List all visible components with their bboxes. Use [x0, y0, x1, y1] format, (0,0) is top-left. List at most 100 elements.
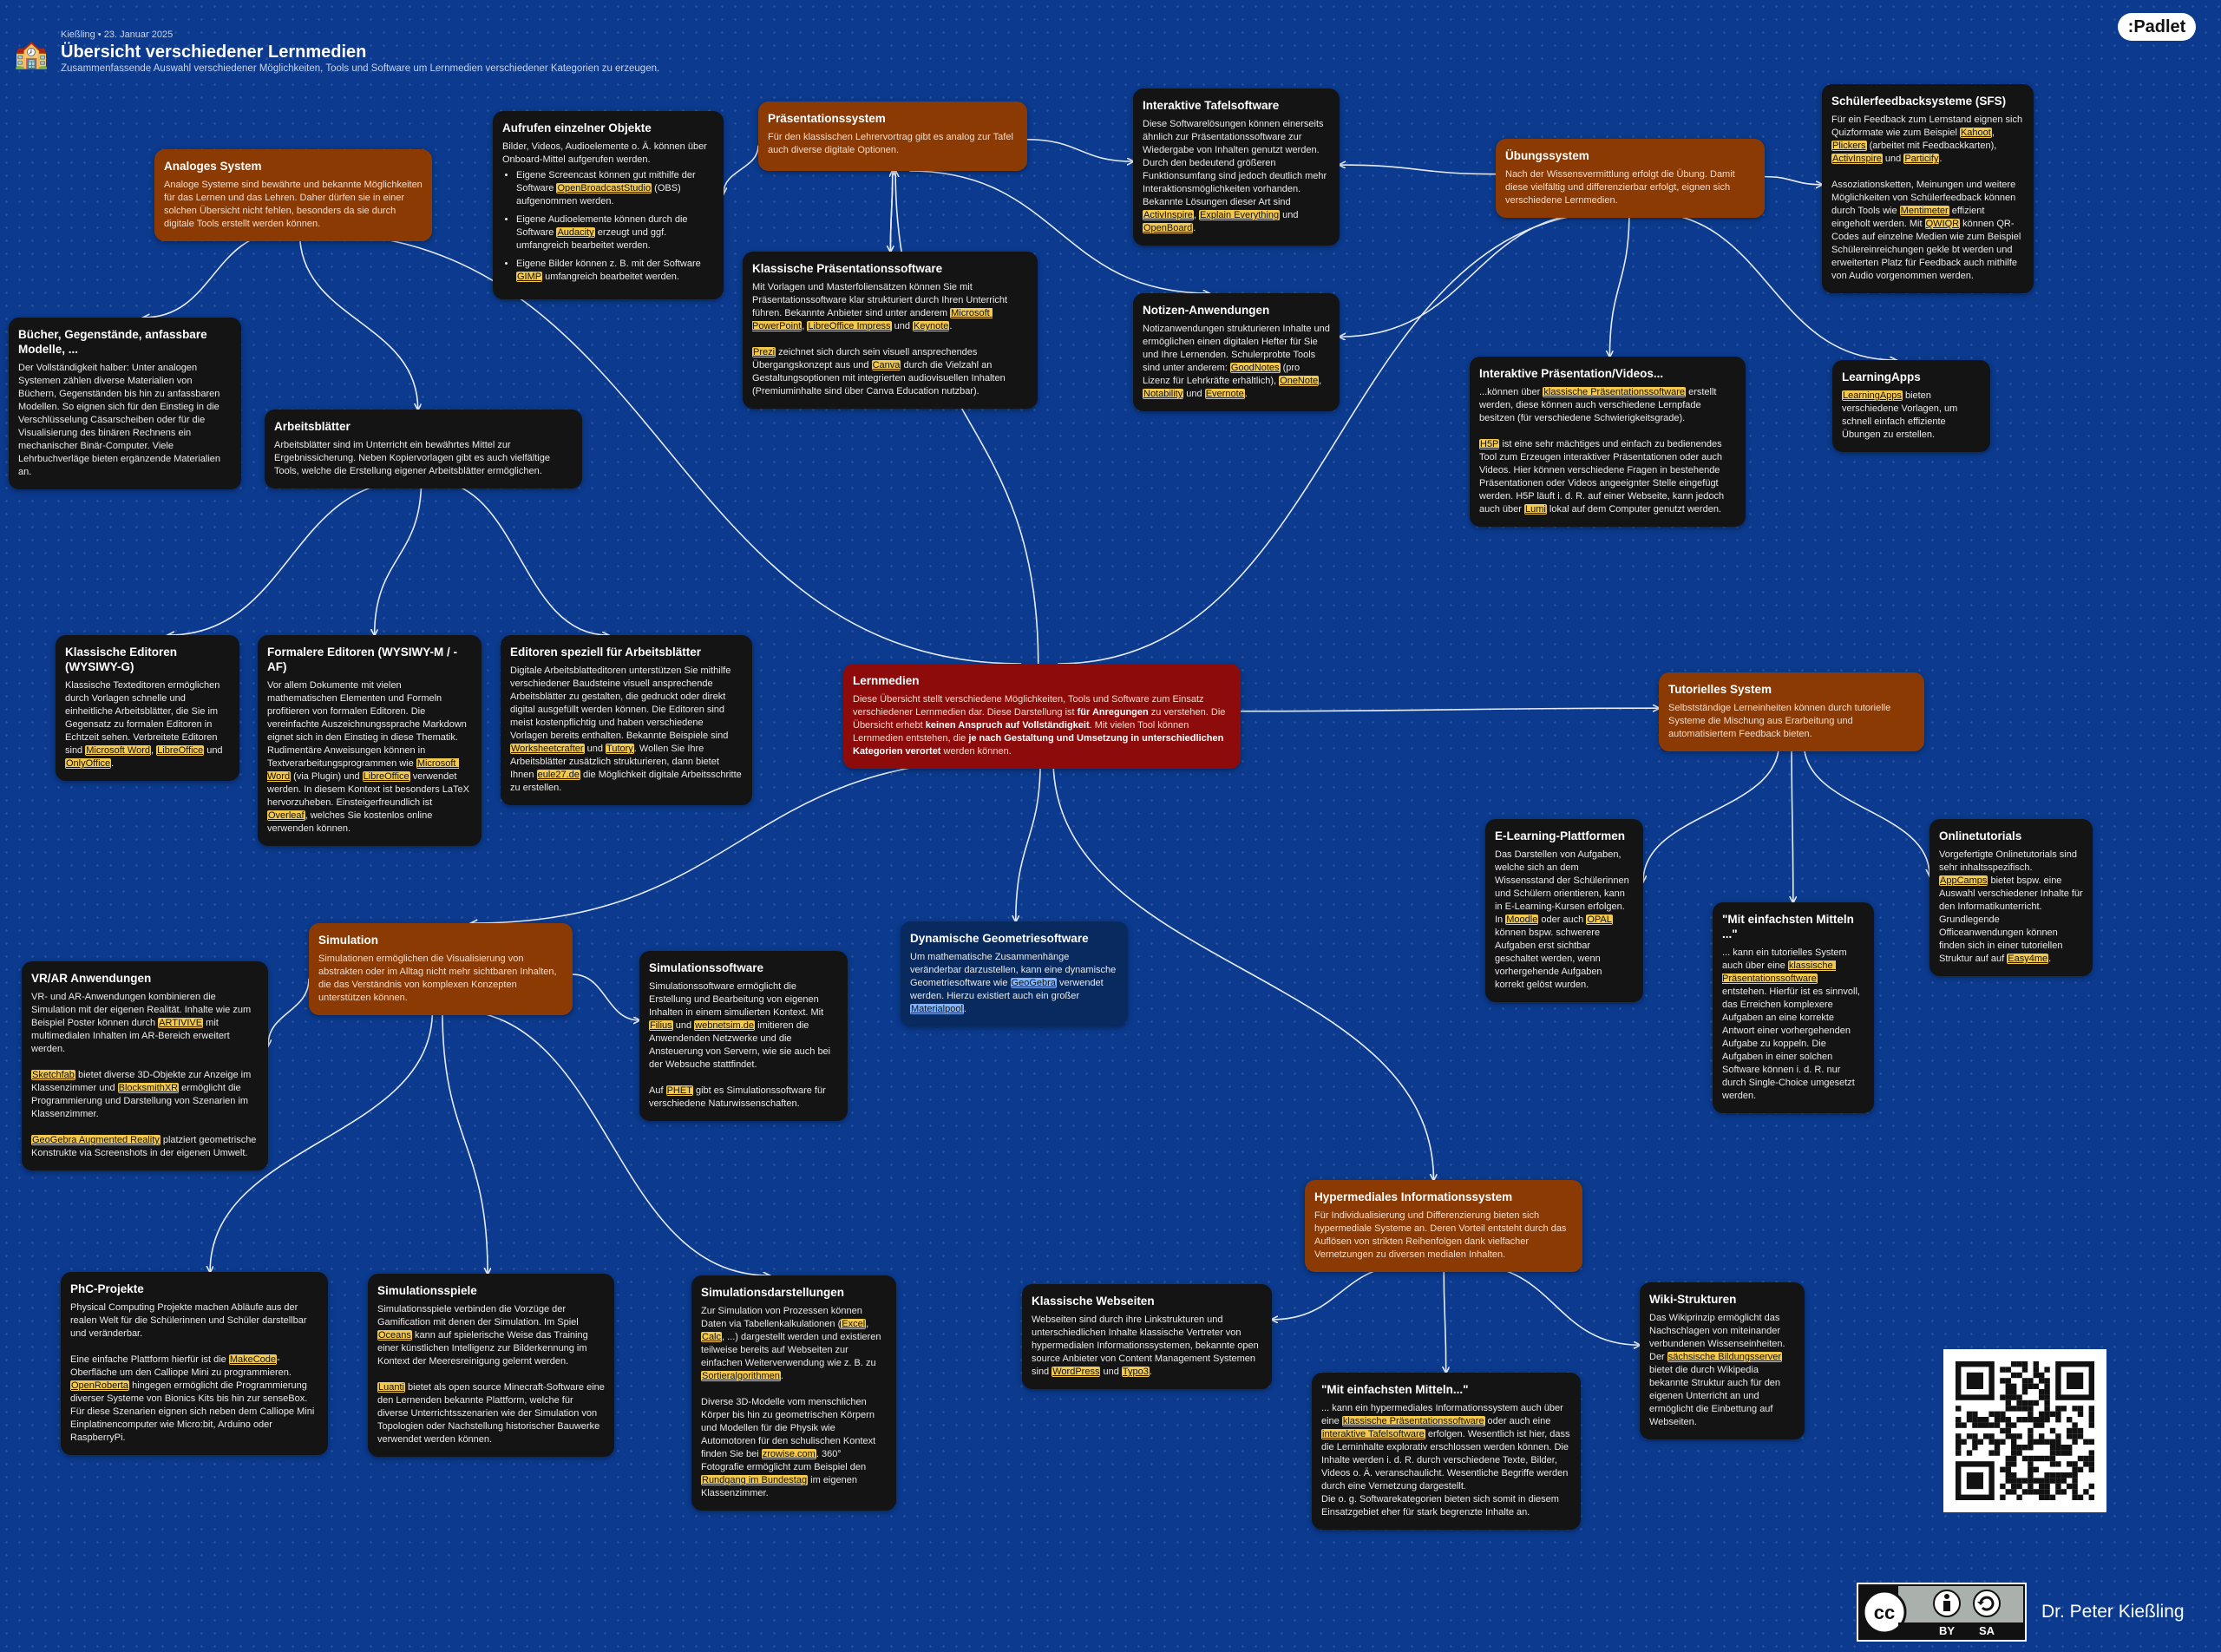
page-title: Übersicht verschiedener Lernmedien: [61, 43, 367, 62]
card-title: Simulationsdarstellungen: [701, 1286, 845, 1299]
card-title: Interaktive Präsentation/Videos...: [1479, 367, 1664, 380]
connector-praes-tafel: [1026, 138, 1133, 161]
connector-arbeitsblaetter-formeditoren: [375, 480, 423, 635]
card-title: "Mit einfachsten Mitteln ...": [1722, 913, 1854, 941]
connector-simulation-simsoftware: [572, 974, 639, 1020]
card-kleditoren[interactable]: Klassische Editoren (WYSIWY-G)Klassische…: [56, 635, 239, 781]
card-body: Der Vollständigkeit halber: Unter analog…: [18, 363, 224, 477]
card-title: Klassische Webseiten: [1032, 1295, 1155, 1308]
card-body: Simulationen ermöglichen die Visualisier…: [318, 954, 560, 1003]
connector-lernmedien-praes: [895, 171, 1039, 665]
connector-arbeitsblaetter-abeditoren: [431, 480, 608, 635]
card-body: Vor allem Dokumente mit vielen mathemati…: [267, 680, 473, 834]
post-meta: Kießling • 23. Januar 2025: [61, 30, 174, 40]
card-body: Notizanwendungen strukturieren Inhalte u…: [1143, 324, 1333, 399]
card-body: Für ein Feedback zum Lernstand eignen si…: [1831, 115, 2026, 281]
connector-uebung-intpraes: [1609, 211, 1630, 357]
card-body: Webseiten sind durch ihre Linkstrukturen…: [1032, 1314, 1261, 1377]
card-title: Hypermediales Informationssystem: [1314, 1190, 1513, 1203]
card-title: Simulationssoftware: [649, 961, 764, 974]
card-title: Klassische Editoren (WYSIWY-G): [65, 646, 178, 673]
card-body: Diese Übersicht stellt verschiedene Mögl…: [853, 694, 1228, 757]
card-mitHyper[interactable]: "Mit einfachsten Mitteln..."... kann ein…: [1312, 1373, 1581, 1530]
connector-lernmedien-tutoriell: [1240, 708, 1659, 711]
connector-arbeitsblaetter-kleditoren: [168, 480, 412, 635]
card-body: Analoge Systeme sind bewährte und bekann…: [164, 180, 425, 229]
connector-tutoriell-elearning: [1643, 743, 1780, 882]
connector-uebung-notizen: [1340, 211, 1606, 337]
card-body: Um mathematische Zusammenhänge veränderb…: [910, 952, 1119, 1014]
card-title: E-Learning-Plattformen: [1495, 829, 1626, 842]
card-formeditoren[interactable]: Formalere Editoren (WYSIWY-M / -AF)Vor a…: [258, 635, 482, 846]
page-subtitle: Zusammenfassende Auswahl verschiedener M…: [61, 63, 660, 74]
card-body: ... kann ein tutorielles System auch übe…: [1722, 947, 1864, 1101]
card-body: Mit Vorlagen und Masterfoliensätzen könn…: [752, 282, 1011, 397]
card-intro: Bilder, Videos, Audioelemente o. Ä. könn…: [502, 141, 710, 165]
connector-praes-aufrufen: [724, 145, 759, 193]
school-building-icon: 🏫: [14, 38, 49, 69]
connector-simulation-simspiele: [442, 1009, 488, 1274]
card-title: Editoren speziell für Arbeitsblätter: [510, 646, 702, 659]
card-sfs[interactable]: Schülerfeedbacksysteme (SFS) Für ein Feed…: [1822, 84, 2034, 293]
connector-lernmedien-geometrie: [1016, 758, 1042, 921]
connector-analog-buecher: [144, 232, 283, 318]
card-body: Simulationsspiele verbinden die Vorzüge …: [377, 1304, 607, 1445]
card-body: VR- und AR-Anwendungen kombinieren die S…: [31, 992, 259, 1158]
card-body: Simulationssoftware ermöglicht die Erste…: [649, 981, 831, 1109]
cc-icon: [1862, 1590, 1907, 1635]
cc-license-badge[interactable]: cc BY SA: [1857, 1583, 2027, 1642]
connector-uebung-sfs: [1764, 175, 1822, 185]
card-body: Diese Softwarelösungen können einerseits…: [1143, 119, 1330, 233]
connector-hypermedia-mitHyper: [1444, 1264, 1446, 1373]
card-title: Präsentationssystem: [768, 112, 886, 125]
connector-analog-arbeitsblaetter: [298, 232, 417, 410]
svg-text:cc: cc: [1874, 1602, 1895, 1623]
card-title: Simulationsspiele: [377, 1284, 477, 1297]
list-item: Eigene Screencast können gut mithilfe de…: [516, 169, 714, 208]
author-name: Dr. Peter Kießling: [2041, 1602, 2185, 1622]
qr-code[interactable]: [1943, 1349, 2106, 1512]
card-title: LearningApps: [1842, 370, 1921, 384]
connector-hypermedia-webseiten: [1272, 1264, 1410, 1320]
card-title: Schülerfeedbacksysteme (SFS): [1831, 95, 2007, 108]
license-by: BY: [1939, 1624, 1955, 1637]
padlet-logo[interactable]: :Padlet: [2118, 13, 2196, 41]
card-mitTut[interactable]: "Mit einfachsten Mitteln ..." ... kann ei…: [1713, 902, 1874, 1113]
connector-simulation-vrar: [268, 978, 310, 1046]
card-body: Physical Computing Projekte machen Abläu…: [70, 1302, 318, 1443]
card-list: Eigene Screencast können gut mithilfe de…: [502, 169, 714, 284]
card-title: "Mit einfachsten Mitteln...": [1321, 1383, 1469, 1396]
card-intpraes[interactable]: Interaktive Präsentation/Videos... ...kön…: [1470, 357, 1746, 527]
card-body: Zur Simulation von Prozessen können Date…: [701, 1306, 884, 1498]
card-body: Nach der Wissensvermittlung erfolgt die …: [1505, 169, 1738, 206]
card-title: Bücher, Gegenstände, anfassbare Modelle,…: [18, 328, 207, 356]
card-body: Selbstständige Lerneinheiten können durc…: [1668, 703, 1894, 739]
card-buecher[interactable]: Bücher, Gegenstände, anfassbare Modelle,…: [9, 318, 241, 489]
card-title: PhC-Projekte: [70, 1282, 144, 1295]
card-body: ...können über klassische Präsentationss…: [1479, 387, 1727, 515]
